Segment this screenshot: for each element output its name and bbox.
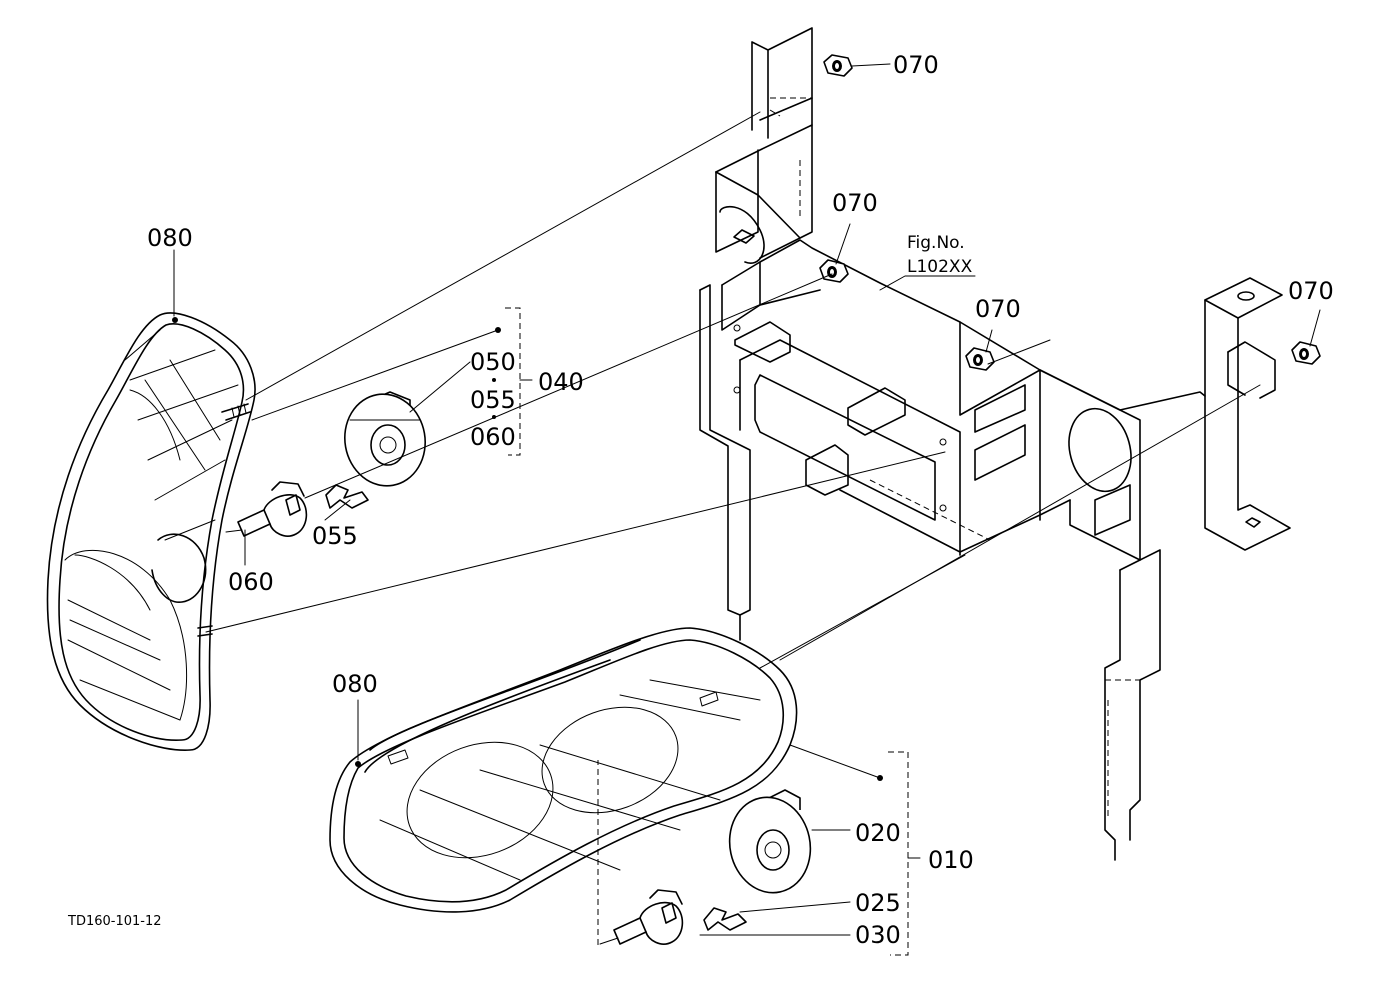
nut-070-right <box>1291 341 1321 365</box>
cap-020 <box>728 789 812 894</box>
label-070-mid: 070 <box>832 189 878 217</box>
label-025: 025 <box>855 889 901 917</box>
bulb-030 <box>599 889 684 945</box>
cap-050-left <box>344 391 426 487</box>
label-060-group: 060 <box>470 423 516 451</box>
label-fig-no: Fig.No. <box>907 233 965 253</box>
label-070-right: 070 <box>1288 277 1334 305</box>
headlamp-bottom <box>329 627 798 913</box>
bulb-060-left <box>225 481 308 537</box>
label-fig-ref: L102XX <box>907 257 973 277</box>
frame-bracket <box>699 27 1291 861</box>
drawing-id: TD160-101-12 <box>67 914 162 929</box>
label-050: 050 <box>470 348 516 376</box>
headlamp-left <box>46 312 256 751</box>
label-055-clip: 055 <box>312 522 358 550</box>
label-060-bulb: 060 <box>228 568 274 596</box>
label-055-group: 055 <box>470 386 516 414</box>
label-040: 040 <box>538 368 584 396</box>
clip-025 <box>703 907 747 931</box>
part-labels: 070 070 070 070 080 080 050 055 060 040 … <box>67 51 1334 949</box>
label-080-left: 080 <box>147 224 193 252</box>
leader-lines <box>173 63 1321 956</box>
label-070-center: 070 <box>975 295 1021 323</box>
label-030: 030 <box>855 921 901 949</box>
nut-070-top <box>823 54 853 77</box>
label-010: 010 <box>928 846 974 874</box>
nut-070-mid <box>819 259 849 283</box>
label-070-top: 070 <box>893 51 939 79</box>
label-020: 020 <box>855 819 901 847</box>
clip-055-left <box>325 484 369 509</box>
nut-070-center <box>965 347 995 371</box>
label-080-bottom: 080 <box>332 670 378 698</box>
